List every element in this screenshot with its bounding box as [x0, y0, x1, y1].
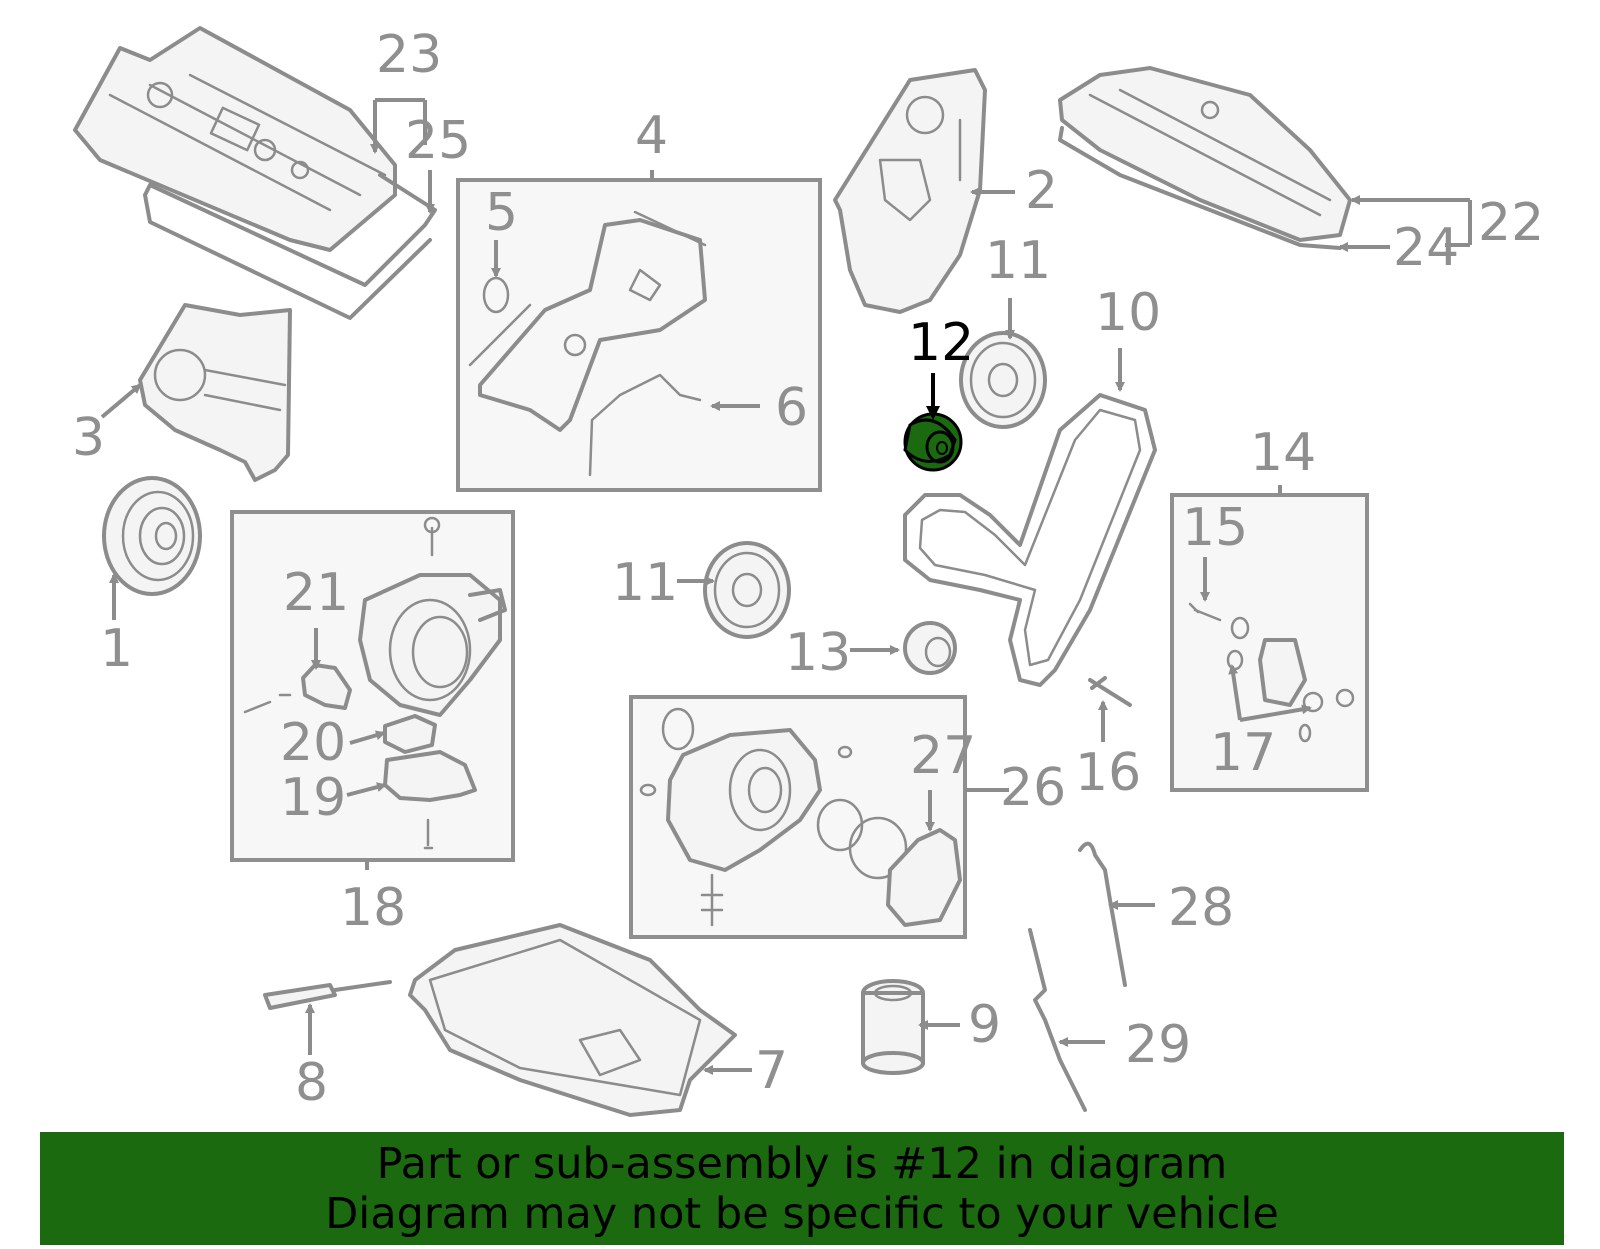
- callout-2: 2: [1025, 161, 1058, 221]
- oil-pan-part-7: [408, 923, 737, 1117]
- oil-pump-part-26: [639, 707, 908, 927]
- callout-29: 29: [1125, 1015, 1191, 1075]
- cover-plate-part-4: [468, 210, 707, 432]
- callout-14: 14: [1250, 423, 1316, 483]
- dipstick-part-28: [1078, 841, 1127, 987]
- pulley-part-1: [102, 476, 202, 596]
- callout-3: 3: [72, 408, 105, 468]
- cover-part-3: [138, 303, 292, 482]
- leader-lines: [100, 98, 1472, 1075]
- callout-4: 4: [635, 106, 668, 166]
- callout-24: 24: [1393, 218, 1459, 278]
- oil-filter-part-9: [861, 979, 925, 1075]
- gasket-part-24: [1058, 126, 1342, 250]
- callout-18: 18: [340, 878, 406, 938]
- callout-7: 7: [755, 1041, 788, 1101]
- callout-20: 20: [280, 713, 346, 773]
- banner-line-1: Part or sub-assembly is #12 in diagram: [376, 1138, 1228, 1189]
- callout-13: 13: [785, 623, 851, 683]
- callout-11-lower: 11: [612, 553, 678, 613]
- valve-cover-part-23: [73, 26, 397, 252]
- callout-11-upper: 11: [985, 231, 1051, 291]
- callout-16: 16: [1075, 743, 1141, 803]
- info-banner: Part or sub-assembly is #12 in diagram D…: [40, 1132, 1564, 1245]
- callout-8: 8: [295, 1053, 328, 1113]
- screw-part-18b: [423, 818, 434, 850]
- timing-belt-part-10: [903, 393, 1157, 687]
- callout-labels: 1 2 3 4 5 6 7 8 9 10 11 11 12 13 14 15 1…: [72, 25, 1544, 1113]
- callout-1: 1: [100, 619, 133, 679]
- sprocket-part-11-lower: [703, 541, 791, 639]
- callout-5: 5: [485, 183, 518, 243]
- callout-21: 21: [283, 563, 349, 623]
- callout-17: 17: [1210, 723, 1276, 783]
- callout-15: 15: [1182, 498, 1248, 558]
- cover-part-2: [833, 68, 987, 314]
- seal-part-6: [588, 373, 702, 477]
- box-18: [230, 510, 515, 862]
- callout-22: 22: [1478, 193, 1544, 253]
- callout-26: 26: [1000, 758, 1066, 818]
- callout-19: 19: [280, 768, 346, 828]
- screw-part-18a: [243, 693, 292, 714]
- drain-plug-part-8: [263, 980, 392, 1010]
- callout-25: 25: [405, 111, 471, 171]
- tensioner-part-14: [1188, 602, 1355, 743]
- idler-part-12-highlighted: [903, 412, 963, 472]
- idler-part-13: [903, 621, 957, 675]
- throttle-body-part-18: [358, 516, 507, 717]
- callout-12: 12: [908, 313, 974, 373]
- gasket-part-20: [383, 714, 437, 754]
- dipstick-tube-part-29: [1028, 928, 1087, 1112]
- sprocket-part-11-upper: [959, 331, 1047, 429]
- cover-part-22: [1058, 66, 1352, 242]
- banner-line-2: Diagram may not be specific to your vehi…: [325, 1188, 1279, 1239]
- callout-27: 27: [910, 726, 976, 786]
- callout-6: 6: [775, 378, 808, 438]
- bolt-part-16: [1088, 676, 1132, 707]
- callout-23: 23: [376, 25, 442, 85]
- cover-part-27: [886, 828, 962, 927]
- oring-part-5: [482, 276, 510, 314]
- callout-9: 9: [968, 995, 1001, 1055]
- actuator-part-19: [383, 750, 477, 802]
- callout-28: 28: [1168, 878, 1234, 938]
- callout-10: 10: [1095, 283, 1161, 343]
